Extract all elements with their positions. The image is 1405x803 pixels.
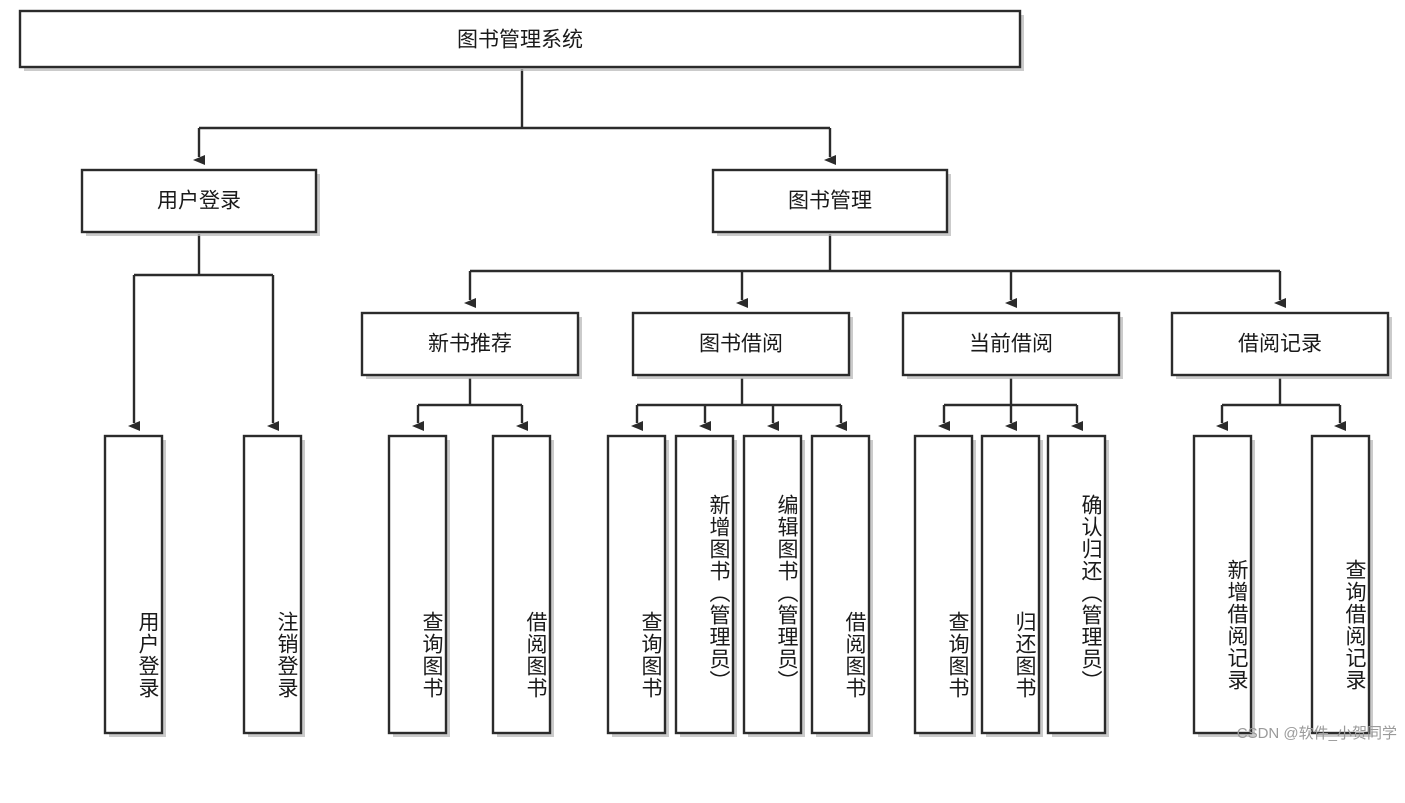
node-root-label: 图书管理系统 — [457, 29, 583, 52]
node-borrow-record-label: 借阅记录 — [1238, 333, 1322, 356]
leaf-borrow-book-1-box[interactable] — [491, 434, 552, 735]
node-user-login-label: 用户登录 — [157, 190, 241, 213]
node-layer: 图书管理系统 用户登录 图书管理 新书推荐 — [18, 9, 1392, 737]
leaf-edit-book-box[interactable] — [742, 434, 803, 735]
leaf-add-record-box[interactable] — [1192, 434, 1253, 735]
node-new-book-recommend[interactable]: 新书推荐 — [360, 311, 582, 379]
node-root[interactable]: 图书管理系统 — [18, 9, 1024, 71]
node-book-borrow-label: 图书借阅 — [699, 333, 783, 356]
node-new-book-recommend-label: 新书推荐 — [428, 333, 512, 356]
leaf-return-book-box[interactable] — [980, 434, 1041, 735]
node-current-borrow[interactable]: 当前借阅 — [901, 311, 1123, 379]
node-current-borrow-label: 当前借阅 — [969, 333, 1053, 356]
node-borrow-record[interactable]: 借阅记录 — [1170, 311, 1392, 379]
leaf-query-record-box[interactable] — [1310, 434, 1371, 735]
leaf-query-book-3-box[interactable] — [913, 434, 974, 735]
node-user-login[interactable]: 用户登录 — [80, 168, 320, 236]
leaf-add-book-box[interactable] — [674, 434, 735, 735]
system-function-diagram: 图书管理系统 用户登录 图书管理 新书推荐 — [18, 9, 1397, 742]
node-user-login-box[interactable] — [80, 168, 318, 234]
node-borrow-record-box[interactable] — [1170, 311, 1390, 377]
leaf-logout-login-box[interactable] — [242, 434, 303, 735]
leaf-user-login-box[interactable] — [103, 434, 164, 735]
diagram-canvas: 图书管理系统 用户登录 图书管理 新书推荐 — [18, 9, 1392, 737]
node-root-box[interactable] — [18, 9, 1022, 69]
node-book-borrow[interactable]: 图书借阅 — [631, 311, 853, 379]
leaf-query-book-2-box[interactable] — [606, 434, 667, 735]
node-current-borrow-box[interactable] — [901, 311, 1121, 377]
node-book-management-label: 图书管理 — [788, 190, 872, 213]
node-book-management[interactable]: 图书管理 — [711, 168, 951, 236]
leaf-query-book-1-box[interactable] — [387, 434, 448, 735]
node-new-book-recommend-box[interactable] — [360, 311, 580, 377]
leaf-confirm-return-box[interactable] — [1046, 434, 1107, 735]
watermark-text: CSDN @软件_小贺同学 — [1236, 725, 1397, 742]
leaf-layer — [103, 434, 1373, 737]
leaf-borrow-book-2-box[interactable] — [810, 434, 871, 735]
node-book-borrow-box[interactable] — [631, 311, 851, 377]
node-book-management-box[interactable] — [711, 168, 949, 234]
connector-layer — [128, 69, 1346, 431]
